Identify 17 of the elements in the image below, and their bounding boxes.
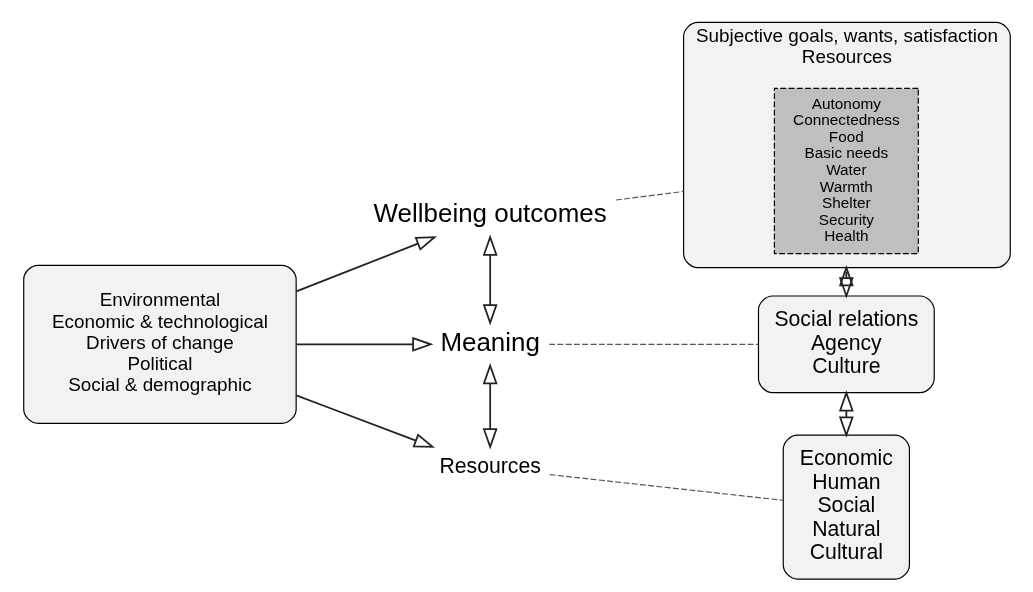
arrow — [838, 265, 854, 299]
connector — [548, 343, 759, 345]
node-box: Autonomy Connectedness Food Basic needs Water Warmth Shelter Security Health — [773, 87, 919, 255]
node-text: Wellbeing outcomes — [373, 199, 607, 228]
arrow — [295, 394, 435, 448]
arrow — [482, 362, 498, 450]
node-box: Economic Human Social Natural Cultural — [782, 434, 910, 580]
arrow — [295, 236, 437, 293]
node-box: Social relations Agency Culture — [757, 295, 935, 394]
arrow — [295, 336, 433, 352]
connector — [615, 190, 684, 201]
node-box: Environmental Economic & technological Drivers of change Political Social & demographic — [22, 264, 297, 424]
arrow — [838, 390, 854, 438]
connector — [548, 474, 784, 501]
node-text: Resources — [438, 454, 541, 478]
node-text: Meaning — [439, 327, 540, 356]
arrow — [482, 234, 498, 326]
